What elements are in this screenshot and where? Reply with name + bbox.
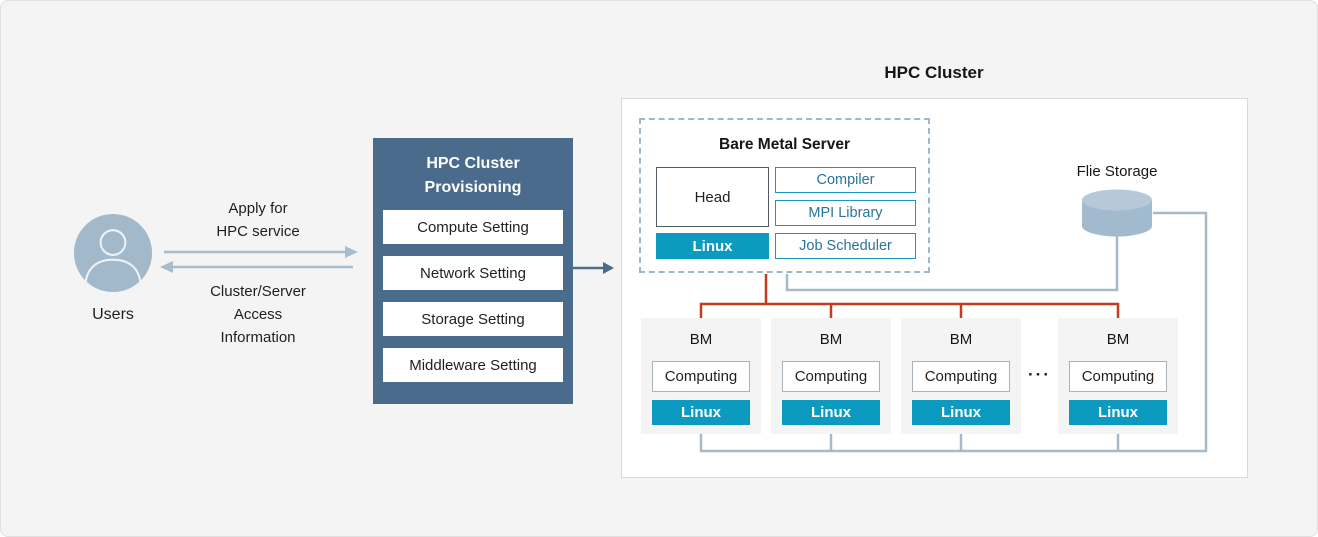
apply-arrow-icon — [164, 246, 358, 258]
bm-node-4-role: Computing — [1069, 361, 1167, 392]
access-info-line3: Information — [220, 329, 296, 346]
bm-node-1-name: BM — [689, 331, 713, 348]
bm-node-1: BM Computing Linux — [641, 318, 761, 434]
hpc-cluster-title: HPC Cluster — [884, 63, 984, 82]
file-storage-label: Flie Storage — [1076, 163, 1158, 180]
apply-service-line1: Apply for — [228, 200, 288, 217]
setting-item-network: Network Setting — [383, 256, 563, 290]
users-label: Users — [92, 306, 134, 323]
provisioning-panel: HPC Cluster Provisioning Compute Setting… — [373, 138, 573, 404]
provision-arrow-icon — [573, 262, 614, 274]
provisioning-settings: Compute Setting Network Setting Storage … — [373, 210, 573, 382]
bm-node-4-os: Linux — [1069, 400, 1167, 425]
bm-node-3-name: BM — [949, 331, 973, 348]
component-mpi-library: MPI Library — [775, 200, 916, 226]
apply-service-label: Apply for HPC service — [178, 197, 338, 243]
bm-node-1-role: Computing — [652, 361, 750, 392]
bm-node-3-os: Linux — [912, 400, 1010, 425]
bm-node-1-os: Linux — [652, 400, 750, 425]
provisioning-title: HPC Cluster Provisioning — [373, 152, 573, 200]
access-info-line2: Access — [233, 306, 283, 323]
provisioning-title-line2: Provisioning — [424, 179, 522, 196]
bm-node-2-name: BM — [819, 331, 843, 348]
user-avatar-icon — [73, 213, 153, 293]
bm-node-2-os: Linux — [782, 400, 880, 425]
setting-item-middleware: Middleware Setting — [383, 348, 563, 382]
return-arrow-icon — [160, 261, 353, 273]
access-info-line1: Cluster/Server — [210, 283, 306, 300]
component-job-scheduler: Job Scheduler — [775, 233, 916, 259]
head-os-box: Linux — [656, 233, 769, 259]
component-compiler: Compiler — [775, 167, 916, 193]
bm-node-3: BM Computing Linux — [901, 318, 1021, 434]
head-node-box: Head — [656, 167, 769, 227]
bm-node-2-role: Computing — [782, 361, 880, 392]
storage-cylinder-icon — [1082, 189, 1152, 237]
bm-node-4: BM Computing Linux — [1058, 318, 1178, 434]
provisioning-title-line1: HPC Cluster — [426, 155, 520, 172]
bare-metal-server-title: Bare Metal Server — [719, 136, 850, 153]
access-info-label: Cluster/Server Access Information — [178, 280, 338, 349]
more-nodes-ellipsis: ··· — [1028, 365, 1051, 384]
setting-item-storage: Storage Setting — [383, 302, 563, 336]
setting-item-compute: Compute Setting — [383, 210, 563, 244]
bm-node-2: BM Computing Linux — [771, 318, 891, 434]
bm-node-3-role: Computing — [912, 361, 1010, 392]
apply-service-line2: HPC service — [216, 223, 300, 240]
bm-node-4-name: BM — [1106, 331, 1130, 348]
